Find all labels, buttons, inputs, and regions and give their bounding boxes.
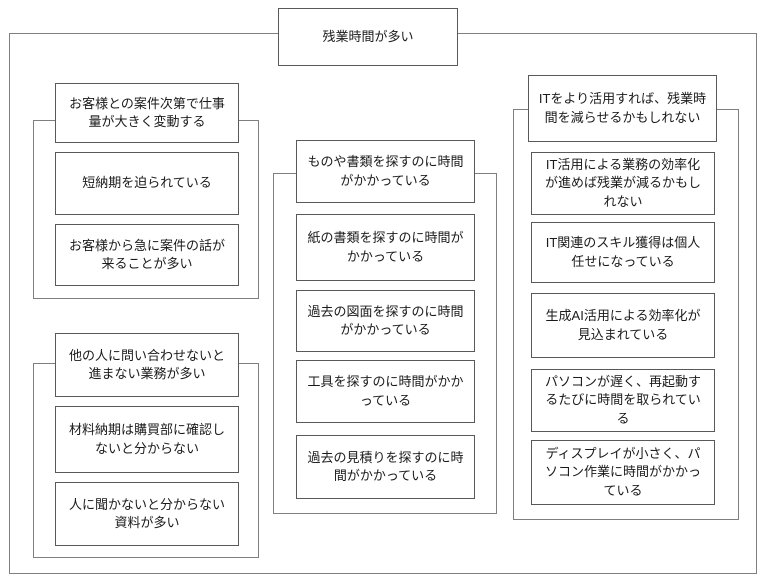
card-sudden-customer-projects[interactable]: お客様から急に案件の話が来ることが多い	[55, 224, 239, 286]
group-header-customer-workload[interactable]: お客様との案件次第で仕事量が大きく変動する	[55, 83, 239, 143]
group-header-search-time[interactable]: ものや書類を探すのに時間がかかっている	[296, 140, 475, 203]
card-generative-ai-efficiency[interactable]: 生成AI活用による効率化が見込まれている	[531, 293, 715, 358]
card-it-skills-individual[interactable]: IT関連のスキル獲得は個人任せになっている	[531, 222, 715, 283]
group-header-it-utilization[interactable]: ITをより活用すれば、残業時間を減らせるかもしれない	[528, 75, 717, 142]
card-past-drawings-search[interactable]: 過去の図面を探すのに時間がかかっている	[296, 290, 475, 352]
root-problem-box[interactable]: 残業時間が多い	[278, 8, 458, 66]
card-material-delivery-purchasing[interactable]: 材料納期は購買部に確認しないと分からない	[55, 406, 239, 473]
card-documents-need-asking[interactable]: 人に聞かないと分からない資料が多い	[55, 482, 239, 546]
card-paper-documents-search[interactable]: 紙の書類を探すのに時間がかかっている	[296, 214, 475, 281]
card-it-efficiency-reduce-overtime[interactable]: IT活用による業務の効率化が進めば残業が減るかもしれない	[531, 152, 715, 215]
card-tools-search[interactable]: 工具を探すのに時間がかかっている	[296, 360, 475, 423]
card-slow-pc-restarts[interactable]: パソコンが遅く、再起動するたびに時間を取られている	[531, 369, 715, 432]
card-short-delivery-pressure[interactable]: 短納期を迫られている	[55, 152, 239, 215]
card-past-quotes-search[interactable]: 過去の見積りを探すのに時間がかかっている	[296, 435, 475, 499]
group-header-inquiry-dependency[interactable]: 他の人に問い合わせないと進まない業務が多い	[55, 333, 239, 397]
card-small-display-slows-work[interactable]: ディスプレイが小さく、パソコン作業に時間がかかっている	[531, 440, 715, 505]
